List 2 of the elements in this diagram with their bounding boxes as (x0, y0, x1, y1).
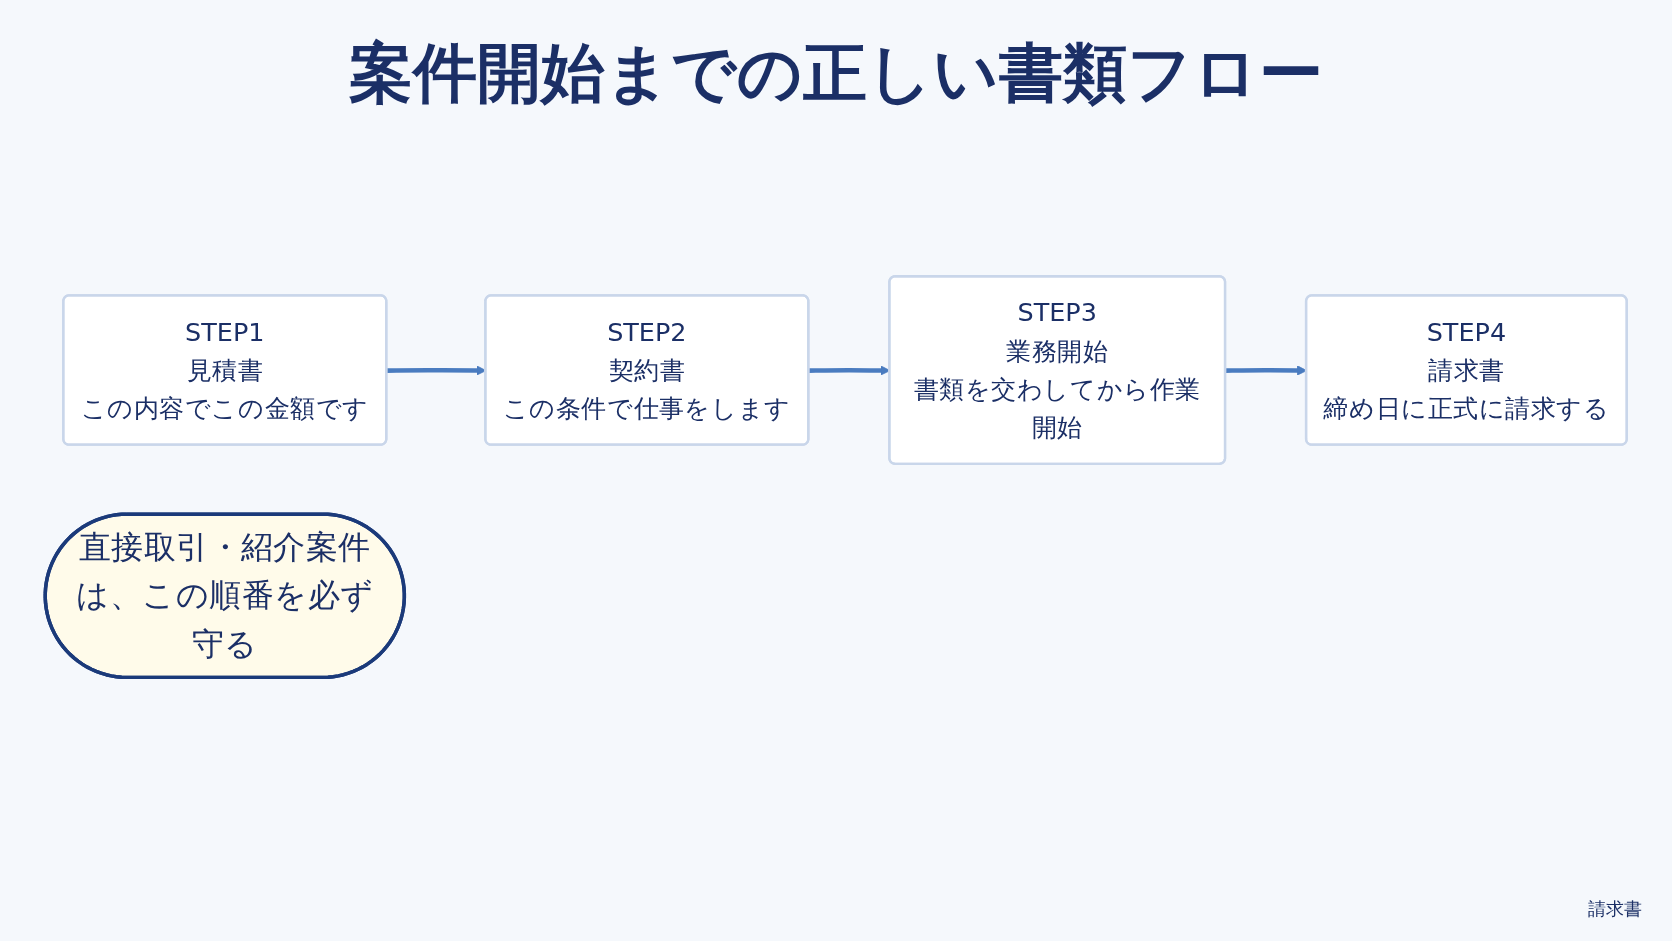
note-text: 請求書 (1588, 897, 1642, 921)
title: 案件開始までの正しい書類フロー (348, 35, 1324, 112)
